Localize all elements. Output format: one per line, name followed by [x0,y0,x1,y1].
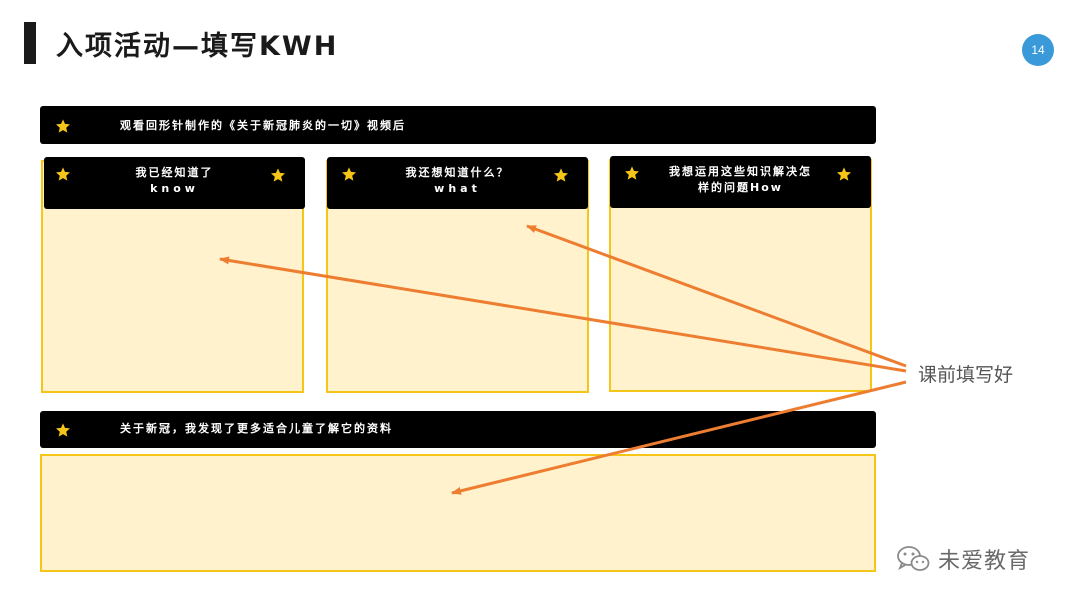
arrow-to-know [219,256,907,373]
resources-bar: 关于新冠，我发现了更多适合儿童了解它的资料 [40,411,876,448]
what-card-title: 我还想知道什么？ what [371,165,544,197]
brand-name: 未爱教育 [938,549,1031,574]
what-card-title-line1: 我还想知道什么？ [405,166,510,179]
arrow-to-resources [451,380,907,495]
what-card-header: 我还想知道什么？ what [327,157,588,209]
brand-watermark: 未爱教育 [896,543,1030,575]
star-icon [625,166,639,180]
title-accent-bar [24,22,36,64]
arrow-to-what [526,224,907,368]
annotation-text: 课前填写好 [918,364,1014,386]
star-icon [56,423,70,437]
resources-panel[interactable] [40,454,876,572]
slide-title: 入项活动—填写KWH [56,31,339,62]
page-number-badge: 14 [1022,34,1054,66]
know-card-title-line1: 我已经知道了 [135,166,214,179]
star-icon [271,168,285,182]
star-icon [837,167,851,181]
how-card-title-line2: 样的问题How [698,181,783,194]
instruction-bar: 观看回形针制作的《关于新冠肺炎的一切》视频后 [40,106,876,144]
how-card-title: 我想运用这些知识解决怎 样的问题How [654,164,827,196]
instruction-text: 观看回形针制作的《关于新冠肺炎的一切》视频后 [120,119,406,132]
star-icon [342,167,356,181]
know-card-title-line2: know [150,182,199,195]
know-card-title: 我已经知道了 know [88,165,261,197]
star-icon [56,119,70,133]
resources-text: 关于新冠，我发现了更多适合儿童了解它的资料 [120,422,393,435]
what-card-title-line2: what [434,182,481,195]
wechat-icon [897,546,930,571]
how-card-header: 我想运用这些知识解决怎 样的问题How [610,156,871,208]
star-icon [554,168,568,182]
know-card-header: 我已经知道了 know [44,157,305,209]
how-card-title-line1: 我想运用这些知识解决怎 [669,165,812,178]
star-icon [56,167,70,181]
